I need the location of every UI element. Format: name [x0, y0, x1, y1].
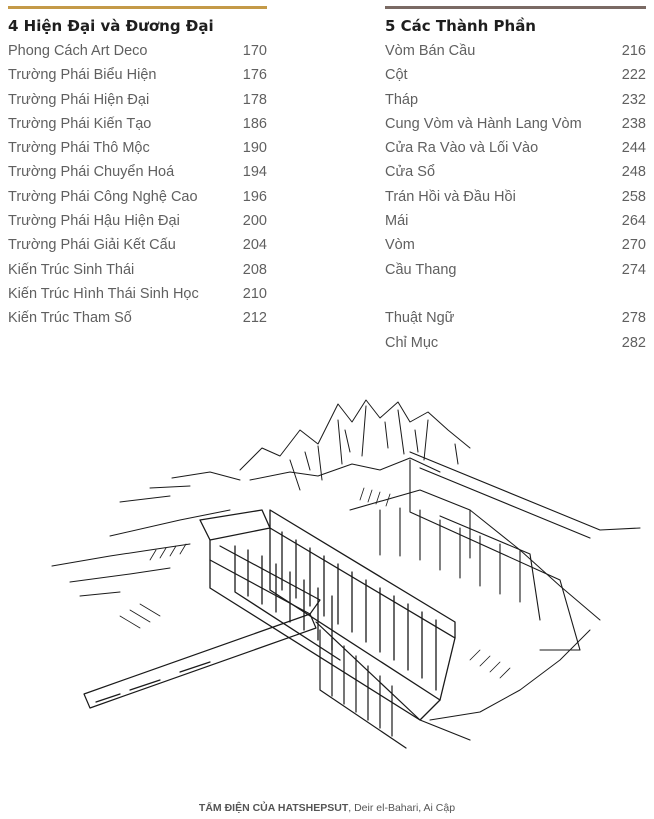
entry-title: Trường Phái Thô Mộc [8, 140, 150, 157]
entry-page: 258 [621, 188, 646, 205]
section-heading: 4 Hiện Đại và Đương Đại [8, 17, 214, 35]
entry-page: 222 [621, 67, 646, 84]
toc-entry[interactable]: Cửa Sổ 248 [385, 160, 646, 184]
entry-page: 238 [621, 115, 646, 132]
toc-entry[interactable]: Trường Phái Chuyển Hoá 194 [8, 160, 267, 184]
toc-entry[interactable]: Tháp 232 [385, 88, 646, 112]
entry-page: 178 [242, 91, 267, 108]
toc-entry[interactable]: Mái 264 [385, 209, 646, 233]
toc-entry[interactable]: Vòm Bán Cầu 216 [385, 39, 646, 63]
entry-title: Mái [385, 213, 409, 230]
toc-entry[interactable]: Kiến Trúc Hình Thái Sinh Học 210 [8, 282, 267, 306]
upper-colonnade [269, 509, 456, 701]
toc-entry[interactable]: Trường Phái Hiện Đại 178 [8, 88, 267, 112]
middle-colonnade [199, 509, 441, 721]
toc-entry[interactable]: Kiến Trúc Sinh Thái 208 [8, 258, 267, 282]
entry-page: 264 [621, 213, 646, 230]
toc-entry[interactable]: Kiến Trúc Tham Số 212 [8, 306, 267, 330]
toc-entry[interactable]: Trường Phái Giải Kết Cấu 204 [8, 233, 267, 257]
entry-title: Trường Phái Hiện Đại [8, 91, 150, 108]
entry-page: 186 [242, 115, 267, 132]
toc-entry[interactable]: Vòm 270 [385, 233, 646, 257]
entry-title: Cầu Thang [385, 261, 457, 278]
entry-title: Phong Cách Art Deco [8, 43, 148, 59]
entry-page: 244 [621, 140, 646, 157]
entry-page: 274 [621, 261, 646, 278]
toc-entry[interactable]: Trán Hồi và Đầu Hồi 258 [385, 185, 646, 209]
entry-page: 194 [242, 164, 267, 181]
entry-title: Tháp [385, 91, 419, 108]
illustration-caption: TẨM ĐIỆN CỦA HATSHEPSUT, Deir el-Bahari,… [0, 802, 654, 814]
caption-title: TẨM ĐIỆN CỦA HATSHEPSUT [198, 802, 349, 814]
entry-title: Trường Phái Hậu Hiện Đại [8, 213, 180, 230]
section-rule [8, 6, 267, 9]
entry-title: Cột [385, 67, 408, 84]
toc-entry-index[interactable]: Chỉ Mục 282 [385, 331, 646, 355]
entry-page: 216 [621, 43, 646, 59]
toc-section-modern: 4 Hiện Đại và Đương Đại Phong Cách Art D… [8, 6, 267, 331]
toc-section-elements: 5 Các Thành Phần Vòm Bán Cầu 216 Cột 222 T… [385, 6, 646, 355]
caption-location: , Deir el-Bahari, Ai Cập [348, 802, 456, 814]
entry-page: 212 [242, 310, 267, 327]
toc-entry[interactable]: Cửa Ra Vào và Lối Vào 244 [385, 136, 646, 160]
toc-list: Phong Cách Art Deco 170 Trường Phái Biểu … [8, 39, 267, 331]
toc-entry[interactable]: Phong Cách Art Deco 170 [8, 39, 267, 63]
entry-title: Trường Phái Kiến Tạo [8, 115, 152, 132]
entry-page: 196 [242, 188, 267, 205]
toc-entry[interactable]: Cung Vòm và Hành Lang Vòm 238 [385, 112, 646, 136]
toc-entry-glossary[interactable]: Thuật Ngữ 278 [385, 306, 646, 330]
entry-page: 278 [621, 310, 646, 327]
entry-page: 270 [621, 237, 646, 254]
entry-title: Kiến Trúc Tham Số [8, 310, 132, 327]
upper-court [349, 451, 641, 651]
entry-page: 200 [242, 213, 267, 230]
entry-title: Kiến Trúc Hình Thái Sinh Học [8, 285, 199, 302]
temple-sketch-illustration [51, 399, 641, 749]
entry-title: Cửa Sổ [385, 164, 436, 181]
toc-entry[interactable]: Trường Phái Biểu Hiện 176 [8, 63, 267, 87]
entry-page: 232 [621, 91, 646, 108]
toc-entry[interactable]: Trường Phái Hậu Hiện Đại 200 [8, 209, 267, 233]
toc-entry[interactable]: Cột 222 [385, 63, 646, 87]
entry-page: 282 [621, 334, 646, 351]
entry-title: Trán Hồi và Đầu Hồi [385, 188, 516, 205]
entry-title: Vòm [385, 237, 415, 254]
entry-title: Chỉ Mục [385, 334, 439, 351]
entry-page: 190 [242, 140, 267, 157]
entry-title: Trường Phái Biểu Hiện [8, 67, 157, 84]
shading-strokes [119, 487, 511, 679]
entry-page: 248 [621, 164, 646, 181]
entry-title: Trường Phái Công Nghệ Cao [8, 188, 198, 205]
entry-title: Thuật Ngữ [385, 310, 455, 327]
lower-colonnade [315, 621, 471, 749]
entry-title: Cửa Ra Vào và Lối Vào [385, 140, 539, 157]
entry-title: Vòm Bán Cầu [385, 43, 476, 59]
entry-page: 204 [242, 237, 267, 254]
toc-list: Vòm Bán Cầu 216 Cột 222 Tháp 232 Cung Vòm v… [385, 39, 646, 355]
section-rule [385, 6, 646, 9]
toc-entry[interactable]: Trường Phái Kiến Tạo 186 [8, 112, 267, 136]
entry-title: Trường Phái Chuyển Hoá [8, 164, 175, 181]
list-spacer [385, 282, 646, 306]
cliff-sketch [119, 399, 471, 503]
entry-page: 210 [242, 285, 267, 302]
section-heading: 5 Các Thành Phần [385, 17, 536, 35]
entry-page: 170 [242, 43, 267, 59]
entry-page: 176 [242, 67, 267, 84]
entry-title: Cung Vòm và Hành Lang Vòm [385, 115, 582, 132]
ramps [83, 545, 321, 709]
entry-title: Kiến Trúc Sinh Thái [8, 261, 135, 278]
toc-entry[interactable]: Cầu Thang 274 [385, 258, 646, 282]
entry-page: 208 [242, 261, 267, 278]
entry-title: Trường Phái Giải Kết Cấu [8, 237, 176, 254]
toc-entry[interactable]: Trường Phái Công Nghệ Cao 196 [8, 185, 267, 209]
toc-entry[interactable]: Trường Phái Thô Mộc 190 [8, 136, 267, 160]
